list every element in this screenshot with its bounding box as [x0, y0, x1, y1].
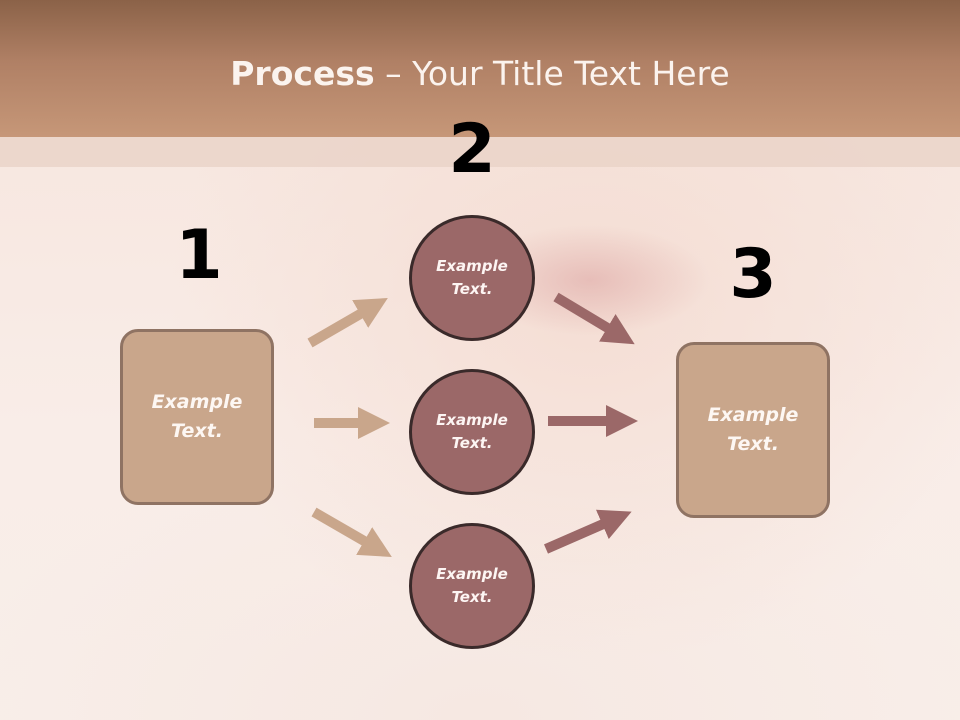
- circle-bottom: Example Text.: [409, 523, 535, 649]
- left-box-text: Example Text.: [151, 391, 243, 442]
- title-bold: Process: [230, 54, 375, 93]
- circle-bottom-text: Example Text.: [436, 565, 508, 606]
- header-strip: [0, 137, 960, 167]
- step-number-2: 2: [448, 110, 496, 189]
- circle-middle-text: Example Text.: [436, 411, 508, 452]
- arrow-top-to-right: [553, 292, 635, 345]
- right-box: Example Text.: [676, 342, 830, 518]
- right-box-text: Example Text.: [707, 404, 799, 455]
- left-box: Example Text.: [120, 329, 274, 505]
- arrow-bottom-to-right: [543, 509, 632, 554]
- step-number-1: 1: [175, 216, 223, 295]
- slide-title: Process – Your Title Text Here: [0, 52, 960, 96]
- circle-middle: Example Text.: [409, 369, 535, 495]
- title-rest: – Your Title Text Here: [374, 54, 730, 93]
- arrow-left-to-top: [307, 297, 388, 348]
- circle-top: Example Text.: [409, 215, 535, 341]
- step-number-3: 3: [729, 235, 777, 314]
- arrow-left-to-bottom: [311, 507, 392, 558]
- circle-top-text: Example Text.: [436, 257, 508, 298]
- header-bar: [0, 0, 960, 137]
